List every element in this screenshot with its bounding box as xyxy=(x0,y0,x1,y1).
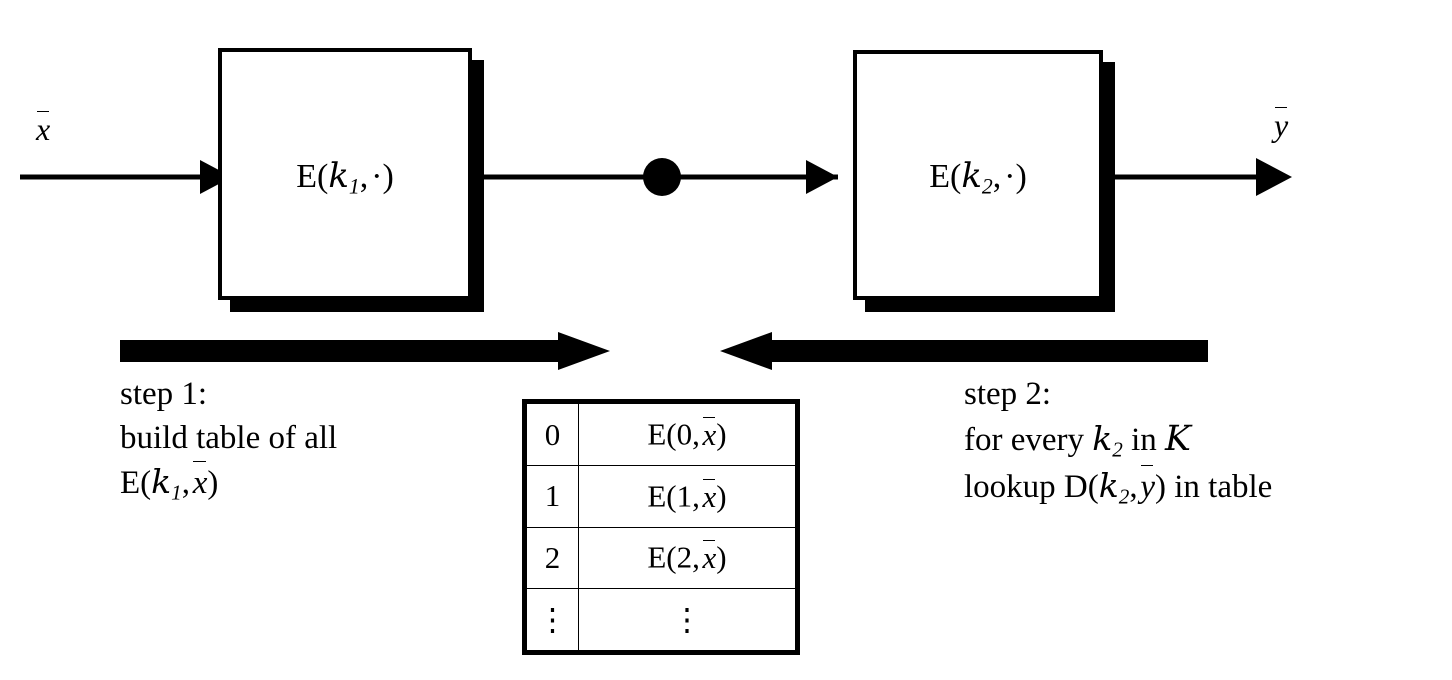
step2-line3-suffix: in table xyxy=(1166,468,1273,505)
step1-func: E xyxy=(120,465,141,502)
block1-arg: · xyxy=(371,158,383,195)
step-2-line3: lookup D(k2, y) in table xyxy=(964,464,1273,509)
step2-func: D xyxy=(1063,468,1088,505)
step2-line3-prefix: lookup xyxy=(964,468,1064,505)
table-row-0-value: E(0, x) xyxy=(577,404,795,466)
block2-arg: · xyxy=(1004,158,1016,195)
step-2-caption: step 2: for every k2 in Κ lookup D(k2, y… xyxy=(964,372,1272,510)
step2-line3-key-index: 2 xyxy=(1118,484,1130,509)
block2-key-index: 2 xyxy=(981,174,993,199)
output-label: y xyxy=(1274,106,1288,144)
output-label-text: y xyxy=(1274,106,1289,143)
output-wire xyxy=(1105,158,1292,196)
table-row-2-key: 2 xyxy=(527,526,579,589)
block1-key-index: 1 xyxy=(348,174,360,199)
step-2-line2: for every k2 in Κ xyxy=(964,416,1272,464)
row1-arg1: 1 xyxy=(676,478,693,514)
table-row: ⋮ ⋮ xyxy=(527,588,795,650)
step1-key-index: 1 xyxy=(171,480,182,505)
row0-arg1: 0 xyxy=(676,416,693,452)
table-row-3-key: ⋮ xyxy=(527,588,579,650)
table-row-3-value: ⋮ xyxy=(577,588,795,650)
input-label-text: x xyxy=(36,110,51,147)
step-1-arrow xyxy=(120,332,610,370)
keyspace-symbol: Κ xyxy=(1165,419,1191,460)
row2-arg1: 2 xyxy=(676,540,693,576)
step1-key: k xyxy=(151,462,172,502)
block2-key: k xyxy=(961,156,982,196)
step2-arg: y xyxy=(1140,464,1155,509)
table-row: 2 E(2, x) xyxy=(527,526,795,589)
block2-func: E xyxy=(929,158,950,195)
input-wire xyxy=(20,160,232,194)
table-row-0-key: 0 xyxy=(527,404,579,466)
tap-point-dot xyxy=(643,158,681,196)
table-row-2-value: E(2, x) xyxy=(577,526,795,589)
step-1-line2: build table of all xyxy=(120,420,338,457)
row1-arg2: x xyxy=(702,478,717,514)
table-row: 0 E(0, x) xyxy=(527,404,795,466)
input-label: x xyxy=(36,110,50,148)
table-row: 1 E(1, x) xyxy=(527,465,795,528)
step2-line2-mid: in xyxy=(1122,422,1165,459)
step-1-heading: step 1: xyxy=(120,376,208,412)
step2-line3-key: k xyxy=(1098,465,1119,505)
row2-arg2: x xyxy=(702,540,717,576)
block1-func: E xyxy=(296,158,317,195)
row0-arg2: x xyxy=(702,416,717,452)
table-row-1-key: 1 xyxy=(527,465,579,528)
encrypt-block-1-label: E(k1, ·) xyxy=(296,156,394,199)
precomputed-table[interactable]: 0 E(0, x) 1 E(1, x) 2 E(2, x) ⋮ ⋮ xyxy=(522,399,800,655)
row1-func: E xyxy=(647,478,667,514)
encrypt-block-1[interactable] xyxy=(218,48,472,300)
step1-arg: x xyxy=(193,461,207,506)
row2-func: E xyxy=(647,540,667,576)
row0-func: E xyxy=(647,416,667,452)
block1-key: k xyxy=(328,156,349,196)
step-2-arrow xyxy=(720,332,1208,370)
step2-line2-prefix: for every xyxy=(964,422,1093,459)
encrypt-block-2[interactable] xyxy=(853,50,1103,300)
encrypt-block-2-label: E(k2, ·) xyxy=(929,156,1027,199)
step-2-heading: step 2: xyxy=(964,376,1052,412)
table-row-1-value: E(1, x) xyxy=(577,465,795,528)
step-1-caption: step 1: build table of all E(k1, x) xyxy=(120,372,337,507)
step2-key-index: 2 xyxy=(1112,437,1123,462)
step-1-line3: E(k1, x) xyxy=(120,461,219,506)
step2-key: k xyxy=(1092,419,1113,459)
